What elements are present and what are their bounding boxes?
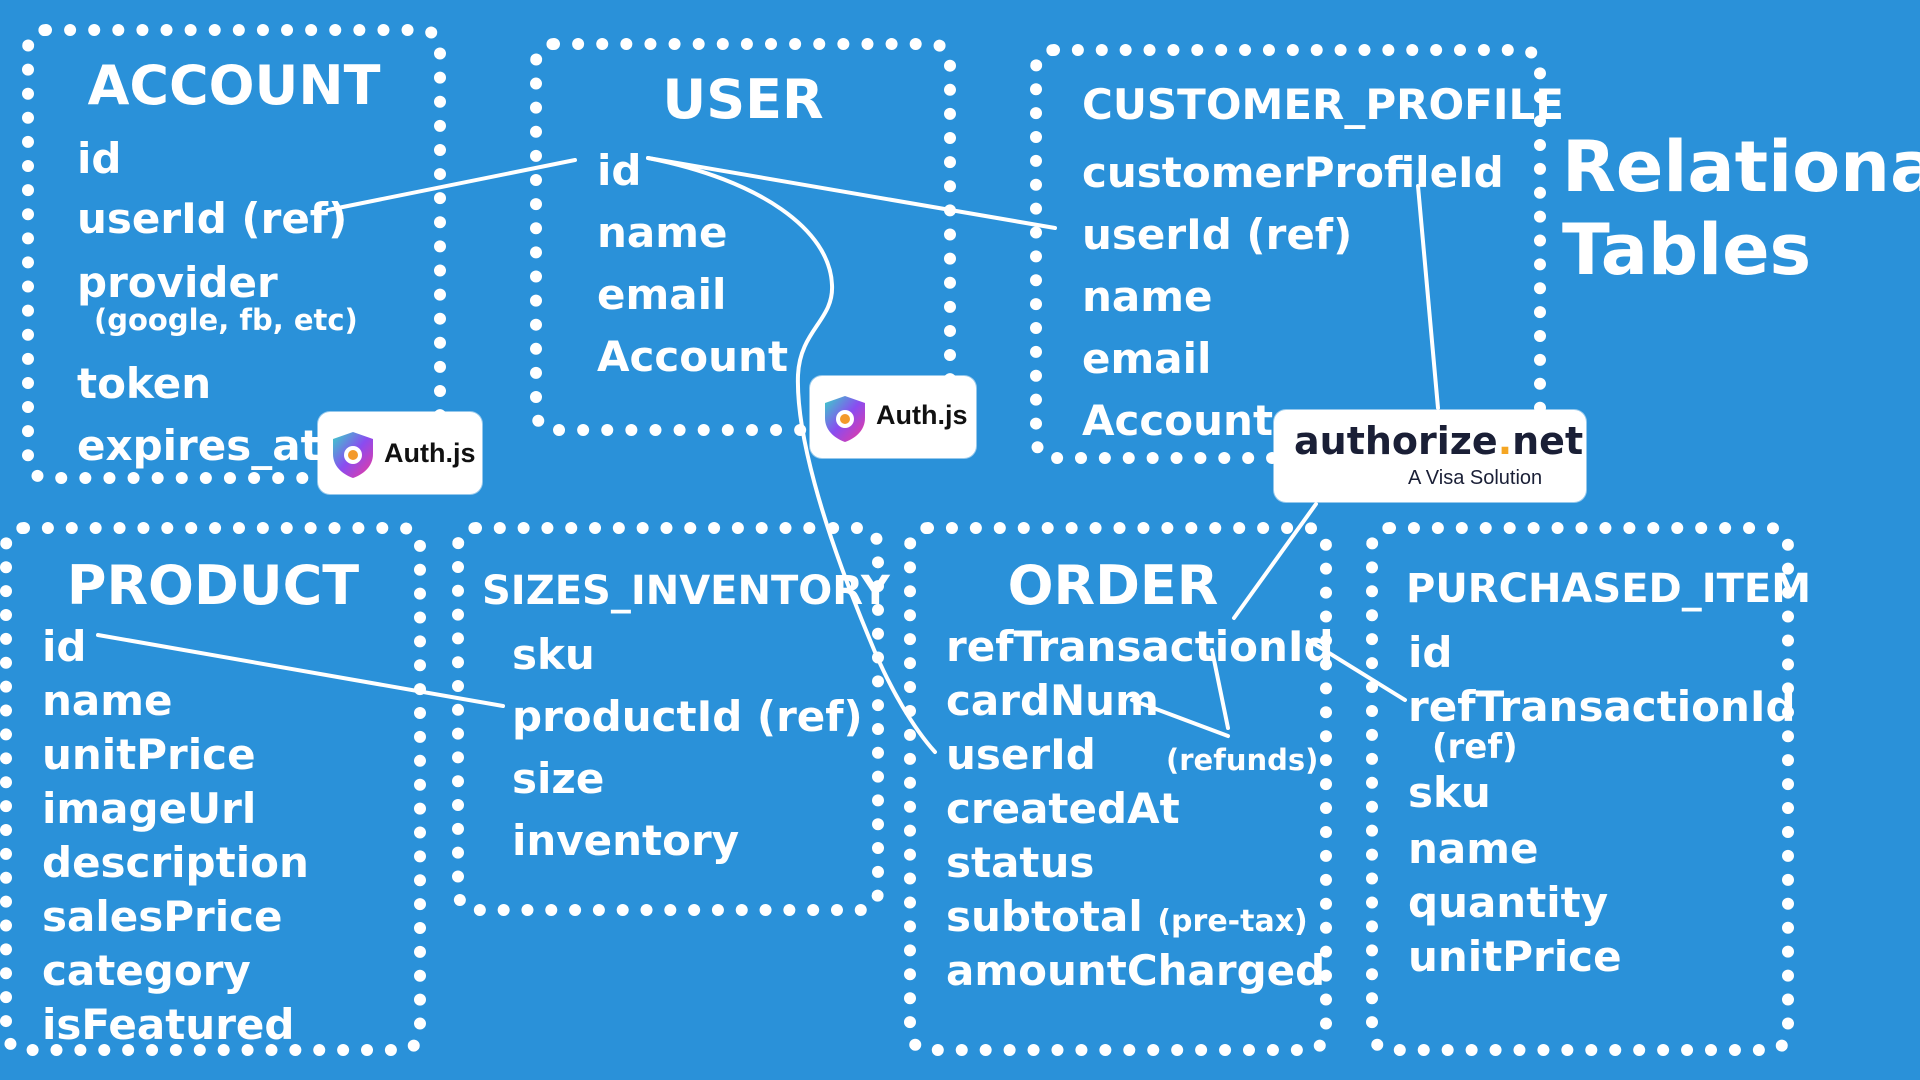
authorize-net-tagline: A Visa Solution bbox=[1408, 467, 1543, 489]
field-created-at: createdAt bbox=[946, 784, 1180, 833]
authjs-badge-account: Auth.js bbox=[318, 412, 482, 494]
field-customer-profile-id: customerProfileId bbox=[1082, 148, 1504, 197]
field-card-num: cardNum bbox=[946, 676, 1159, 725]
caption-line1: Relational bbox=[1562, 126, 1920, 208]
authjs-badge-user: Auth.js bbox=[810, 376, 976, 458]
line-product-sizes bbox=[96, 633, 505, 708]
field-expires-at: expires_at bbox=[77, 421, 321, 470]
field-sales-price: salesPrice bbox=[42, 892, 283, 941]
field-email: email bbox=[597, 270, 727, 319]
table-title: CUSTOMER_PROFILE bbox=[1082, 80, 1564, 129]
field-amount-charged: amountCharged bbox=[946, 946, 1326, 995]
table-title: PRODUCT bbox=[66, 554, 360, 617]
provider-note: (google, fb, etc) bbox=[94, 303, 358, 337]
table-title: ORDER bbox=[1007, 554, 1219, 617]
authjs-shield-icon bbox=[825, 396, 865, 442]
field-userid-ref: userId (ref) bbox=[1082, 210, 1353, 259]
field-product-id-ref: productId (ref) bbox=[512, 692, 863, 741]
table-title: SIZES_INVENTORY bbox=[482, 568, 890, 614]
field-user-id: userId bbox=[946, 730, 1096, 779]
table-title: USER bbox=[662, 68, 824, 131]
field-inventory: inventory bbox=[512, 816, 740, 865]
field-size: size bbox=[512, 754, 605, 803]
caption-line2: Tables bbox=[1562, 208, 1812, 291]
table-purchased-item: PURCHASED_ITEM id refTransactionId (ref)… bbox=[1366, 522, 1812, 1056]
table-title: PURCHASED_ITEM bbox=[1406, 566, 1812, 612]
field-id: id bbox=[42, 622, 87, 671]
table-order: ORDER refTransactionId cardNum userId (r… bbox=[904, 522, 1334, 1056]
field-is-featured: isFeatured bbox=[42, 1000, 295, 1049]
field-id: id bbox=[597, 146, 642, 195]
authorize-net-badge: authorize.net A Visa Solution bbox=[1274, 410, 1586, 502]
field-userid-ref: userId (ref) bbox=[77, 194, 348, 243]
field-quantity: quantity bbox=[1408, 878, 1609, 927]
field-name: name bbox=[1082, 272, 1213, 321]
field-image-url: imageUrl bbox=[42, 784, 257, 833]
field-sku: sku bbox=[1408, 768, 1491, 817]
refunds-note: (refunds) bbox=[1166, 743, 1319, 777]
authjs-label: Auth.js bbox=[876, 400, 968, 430]
table-title: ACCOUNT bbox=[87, 54, 381, 117]
line-cardnum-refunds bbox=[1130, 648, 1230, 738]
ref-note: (ref) bbox=[1432, 727, 1518, 767]
field-category: category bbox=[42, 946, 251, 995]
logo-dot: . bbox=[1497, 419, 1513, 463]
field-name: name bbox=[42, 676, 173, 725]
line-user-customerprofile bbox=[646, 156, 1057, 230]
table-product: PRODUCT id name unitPrice imageUrl descr… bbox=[0, 522, 426, 1056]
field-ref-transaction-id: refTransactionId bbox=[946, 622, 1334, 671]
field-email: email bbox=[1082, 334, 1212, 383]
field-provider: provider bbox=[77, 258, 278, 307]
field-name: name bbox=[1408, 824, 1539, 873]
authorize-net-logo: authorize.net bbox=[1294, 422, 1583, 460]
field-status: status bbox=[946, 838, 1095, 887]
field-id: id bbox=[1408, 628, 1453, 677]
authjs-label: Auth.js bbox=[384, 438, 476, 468]
logo-part2: net bbox=[1512, 419, 1584, 463]
field-sku: sku bbox=[512, 630, 595, 679]
authjs-shield-icon bbox=[333, 432, 373, 478]
field-subtotal: subtotal (pre-tax) bbox=[946, 896, 1308, 938]
line-customerprofile-authorizenet bbox=[1416, 184, 1440, 410]
field-unit-price: unitPrice bbox=[1408, 932, 1622, 981]
field-unit-price: unitPrice bbox=[42, 730, 256, 779]
subtotal-note: (pre-tax) bbox=[1157, 904, 1308, 939]
diagram-caption: Relational Tables bbox=[1562, 126, 1920, 291]
logo-part1: authorize bbox=[1294, 419, 1498, 463]
field-name: name bbox=[597, 208, 728, 257]
field-account: Account bbox=[1082, 396, 1274, 445]
table-sizes-inventory: SIZES_INVENTORY sku productId (ref) size… bbox=[452, 522, 890, 916]
field-description: description bbox=[42, 838, 309, 887]
field-id: id bbox=[77, 134, 122, 183]
field-account: Account bbox=[597, 332, 789, 381]
field-subtotal-label: subtotal bbox=[946, 892, 1143, 941]
field-ref-transaction-id: refTransactionId bbox=[1408, 682, 1796, 731]
field-token: token bbox=[77, 359, 212, 408]
table-customer-profile: CUSTOMER_PROFILE customerProfileId userI… bbox=[1030, 44, 1564, 464]
